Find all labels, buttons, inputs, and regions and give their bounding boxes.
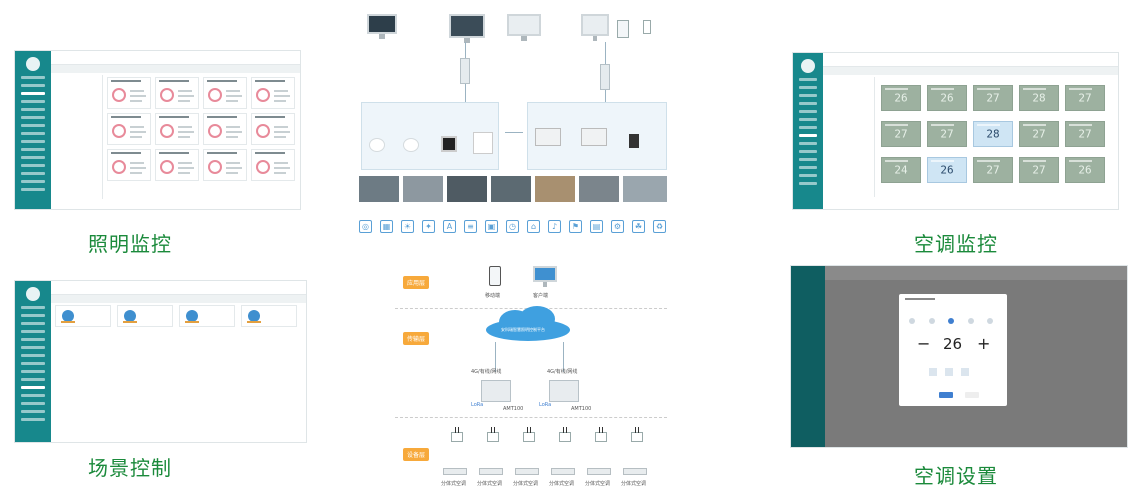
ac-monitor-screenshot: 26 26 27 28 27 27 27 28 27 27 24 26 27 2… — [792, 52, 1119, 210]
monitor-icon — [367, 14, 397, 39]
ac-unit-icon — [587, 468, 611, 475]
temp-value: 26 — [943, 335, 963, 353]
monitor-icon — [581, 14, 609, 41]
ac-setting-screenshot: − 26 + — [790, 265, 1128, 448]
cloud-label: 安科瑞智慧照明控制平台 — [501, 327, 545, 332]
lighting-content — [51, 73, 300, 209]
ac-tile[interactable]: 26 — [1065, 157, 1105, 183]
ac-tile-grid: 26 26 27 28 27 27 27 28 27 27 24 26 27 2… — [823, 75, 1118, 209]
caption-scene: 场景控制 — [88, 456, 172, 480]
app-logo-icon — [26, 287, 40, 301]
ac-tile[interactable]: 28 — [1019, 85, 1059, 111]
gateway-model-right: AMT100 — [571, 406, 592, 412]
ac-unit-icon — [623, 468, 647, 475]
ac-tile[interactable]: 27 — [1065, 121, 1105, 147]
mobile-label: 移动端 — [485, 293, 501, 299]
ac-tile[interactable]: 26 — [881, 85, 921, 111]
gateway-icon — [549, 380, 579, 402]
cloud-icon — [486, 306, 570, 341]
globe-icon — [185, 310, 199, 323]
ac-tile[interactable]: 27 — [1019, 121, 1059, 147]
ac-unit-label: 分体式空调 — [441, 481, 467, 487]
confirm-button[interactable] — [939, 392, 953, 398]
cancel-button[interactable] — [965, 392, 979, 398]
ac-tile[interactable]: 24 — [881, 157, 921, 183]
ac-unit-label: 分体式空调 — [477, 481, 503, 487]
globe-icon — [61, 310, 75, 323]
lora-node-icon — [523, 427, 535, 442]
ac-tile[interactable]: 27 — [927, 121, 967, 147]
ac-tile[interactable]: 26 — [927, 85, 967, 111]
ac-tile-active[interactable]: 26 — [927, 157, 967, 183]
app-layer-tag: 应用层 — [403, 276, 430, 289]
ac-sidebar — [793, 53, 823, 209]
caption-ac-monitor: 空调监控 — [914, 232, 998, 256]
gateway-icon — [481, 380, 511, 402]
ac-unit-icon — [443, 468, 467, 475]
desktop-icon — [533, 266, 557, 287]
mobile-phone-icon — [489, 266, 501, 286]
monitor-icon — [507, 14, 541, 41]
ac-unit-label: 分体式空调 — [585, 481, 611, 487]
temp-plus-button[interactable]: + — [977, 334, 991, 353]
lora-node-icon — [487, 427, 499, 442]
caption-lighting: 照明监控 — [88, 232, 172, 256]
ac-tile[interactable]: 27 — [973, 157, 1013, 183]
caption-ac-setting: 空调设置 — [914, 464, 998, 488]
network-label-left: 4G/有线/网线 — [471, 369, 502, 375]
ac-unit-label: 分体式空调 — [549, 481, 575, 487]
ac-setting-dialog: − 26 + — [899, 294, 1007, 406]
scene-sidebar — [15, 281, 51, 442]
layer-architecture-diagram: 应用层 传输层 设备层 移动端 客户端 安科瑞智慧照明控制平台 4G/有线/网线… — [395, 262, 667, 492]
ac-unit-icon — [515, 468, 539, 475]
desktop-label: 客户端 — [533, 293, 549, 299]
ac-tile[interactable]: 27 — [1065, 85, 1105, 111]
globe-icon — [247, 310, 261, 323]
lora-label-right: LoRa — [539, 402, 552, 408]
lighting-sidebar — [15, 51, 51, 209]
lora-node-icon — [631, 427, 643, 442]
transport-layer-tag: 传输层 — [403, 332, 430, 345]
ac-tile-active[interactable]: 28 — [973, 121, 1013, 147]
system-topology-diagram: ◎ ▦ ☀ ✦ A ≡ ▣ ◷ ⌂ ♪ ⚑ ▤ ⚙ ☘ ♻ — [355, 8, 675, 258]
lighting-monitor-screenshot — [14, 50, 301, 210]
scene-control-screenshot — [14, 280, 307, 443]
globe-icon — [123, 310, 137, 323]
lora-node-icon — [595, 427, 607, 442]
ac-tile[interactable]: 27 — [881, 121, 921, 147]
app-logo-icon — [26, 57, 40, 71]
gateway-model-left: AMT100 — [503, 406, 524, 412]
lora-node-icon — [451, 427, 463, 442]
app-logo-icon — [801, 59, 815, 73]
device-layer-tag: 设备层 — [403, 448, 430, 461]
network-label-right: 4G/有线/网线 — [547, 369, 578, 375]
ac-tile[interactable]: 27 — [1019, 157, 1059, 183]
ac-unit-label: 分体式空调 — [513, 481, 539, 487]
monitor-icon — [449, 14, 485, 43]
ac-tile[interactable]: 27 — [973, 85, 1013, 111]
temp-minus-button[interactable]: − — [917, 334, 931, 353]
lora-node-icon — [559, 427, 571, 442]
lora-label-left: LoRa — [471, 402, 484, 408]
ac-unit-icon — [479, 468, 503, 475]
ac-unit-label: 分体式空调 — [621, 481, 647, 487]
ac-unit-icon — [551, 468, 575, 475]
